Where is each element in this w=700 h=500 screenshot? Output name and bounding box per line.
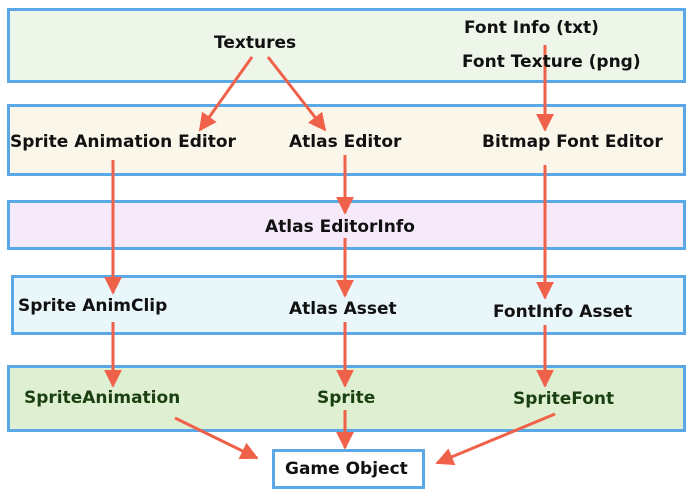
font-texture-label: Font Texture (png): [462, 52, 641, 72]
atlas-editor-label: Atlas Editor: [289, 132, 402, 152]
atlas-asset-label: Atlas Asset: [289, 299, 397, 319]
sprite-animclip-label: Sprite AnimClip: [18, 296, 168, 316]
bitmap-font-editor-label: Bitmap Font Editor: [482, 132, 663, 152]
atlas-editorinfo-label: Atlas EditorInfo: [265, 217, 415, 237]
game-object-box: [272, 449, 425, 489]
fontinfo-asset-label: FontInfo Asset: [493, 302, 633, 322]
assets-band: [11, 275, 686, 335]
spritefont-label: SpriteFont: [513, 389, 615, 409]
sprite-label: Sprite: [317, 388, 376, 408]
sprite-animation-editor-label: Sprite Animation Editor: [10, 132, 236, 152]
arrow-textures-to-atlas-editor: [266, 56, 327, 132]
font-info-label: Font Info (txt): [464, 18, 599, 38]
arrow-spritefont-to-game-object: [435, 412, 556, 466]
arrow-spriteanimation-to-game-object: [174, 416, 259, 460]
textures-label: Textures: [214, 33, 297, 53]
game-object-label: Game Object: [285, 459, 408, 479]
sources-band: [7, 8, 686, 83]
spriteanimation-label: SpriteAnimation: [24, 388, 181, 408]
arrow-textures-to-sprite-animation-editor: [198, 56, 254, 132]
